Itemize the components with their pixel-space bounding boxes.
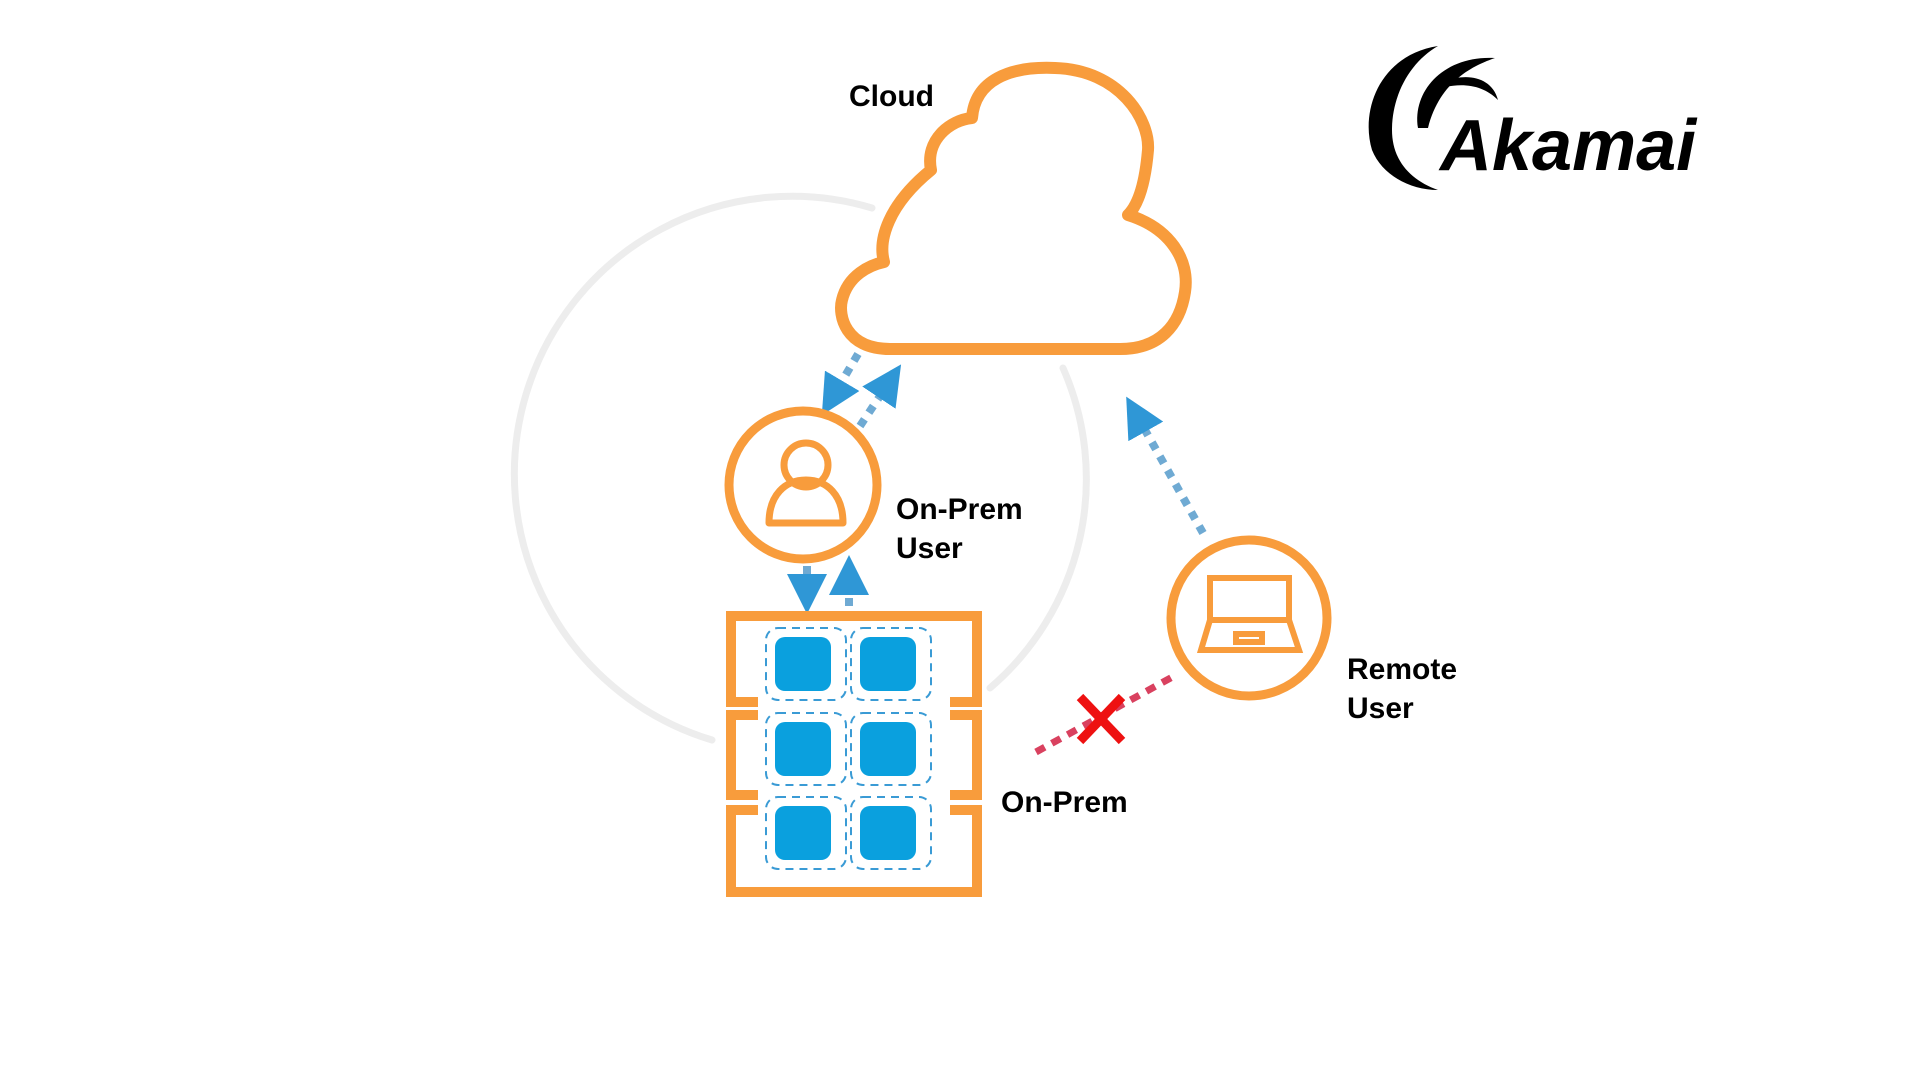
arrow-remote-to-cloud bbox=[1126, 396, 1207, 535]
cloud-icon[interactable] bbox=[835, 61, 1192, 355]
on-prem-user-label-line2: User bbox=[896, 532, 963, 565]
rack-unit-block bbox=[860, 722, 916, 776]
perimeter-arc-right bbox=[986, 364, 1090, 692]
akamai-logo: Akamai bbox=[1368, 46, 1698, 190]
rack-unit-block bbox=[775, 637, 831, 691]
rack-unit-block bbox=[860, 806, 916, 860]
rack-unit-outline bbox=[850, 796, 932, 870]
remote-user-label: Remote User bbox=[1347, 650, 1457, 728]
rack-frame-bottom bbox=[726, 805, 982, 897]
rack-unit-outline bbox=[765, 796, 847, 870]
laptop-icon bbox=[1196, 575, 1304, 653]
rack-unit-outline bbox=[850, 712, 932, 786]
arrow-user-to-cloud bbox=[856, 364, 902, 429]
akamai-swoosh-inner-icon bbox=[1417, 57, 1495, 128]
server-rack-icon[interactable] bbox=[726, 611, 982, 897]
arrow-cloud-to-user bbox=[821, 351, 862, 416]
rack-unit-outline bbox=[765, 627, 847, 701]
rack-frame-top bbox=[726, 611, 982, 707]
rack-unit-block bbox=[860, 637, 916, 691]
rack-unit-outline bbox=[765, 712, 847, 786]
akamai-wordmark: Akamai bbox=[1438, 106, 1698, 186]
on-prem-user-node[interactable] bbox=[724, 406, 882, 564]
rack-unit-outline bbox=[850, 627, 932, 701]
rack-unit-block bbox=[775, 806, 831, 860]
rack-unit-block bbox=[775, 722, 831, 776]
akamai-swoosh-small-icon bbox=[1428, 77, 1498, 100]
akamai-swoosh-icon bbox=[1368, 46, 1438, 190]
on-prem-label: On-Prem bbox=[1001, 786, 1128, 819]
remote-user-node[interactable] bbox=[1166, 535, 1332, 701]
remote-user-label-line2: User bbox=[1347, 692, 1414, 725]
rack-frame-mid-left bbox=[726, 710, 758, 800]
perimeter-arc bbox=[510, 192, 1090, 744]
rack-frame-mid-right bbox=[950, 710, 982, 800]
perimeter-arc-left bbox=[510, 192, 876, 744]
user-icon bbox=[765, 439, 847, 527]
on-prem-user-label: On-Prem User bbox=[896, 490, 1023, 568]
on-prem-user-label-line1: On-Prem bbox=[896, 493, 1023, 526]
remote-user-label-line1: Remote bbox=[1347, 653, 1458, 686]
blocked-x-icon bbox=[1076, 693, 1126, 745]
cloud-label: Cloud bbox=[849, 80, 934, 113]
